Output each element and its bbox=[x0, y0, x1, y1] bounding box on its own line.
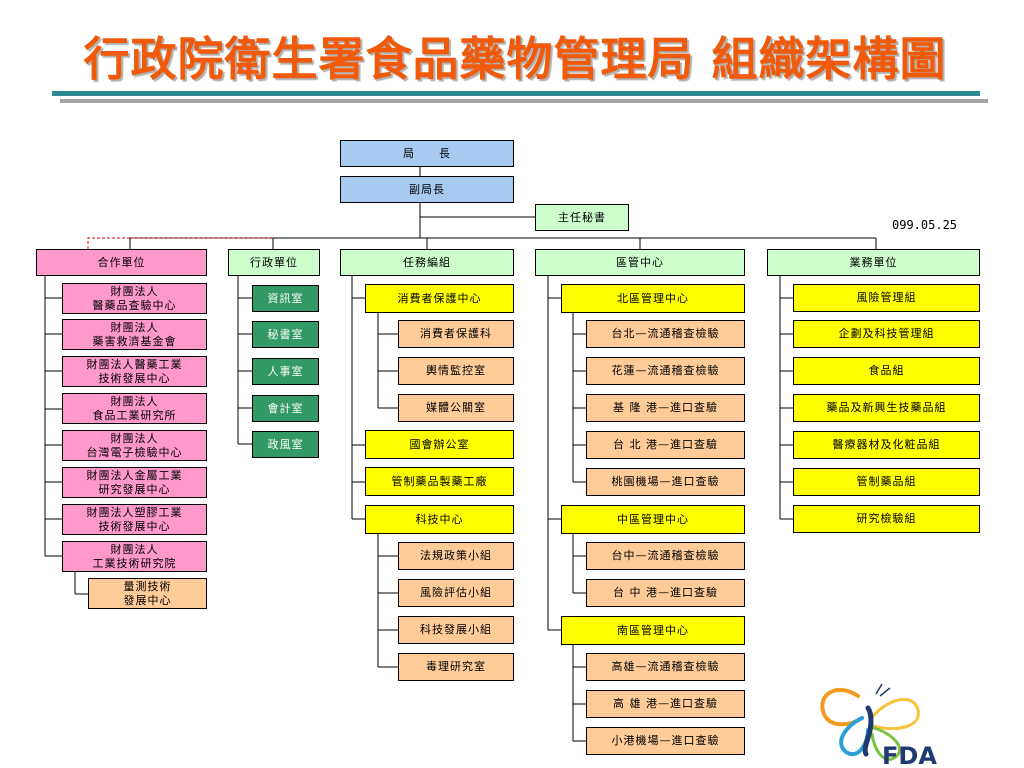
regional-sub-unit: 桃園機場—進口查驗 bbox=[586, 468, 745, 496]
business-unit: 研究檢驗組 bbox=[793, 505, 980, 533]
regional-sub-unit: 花蓮—流通稽查檢驗 bbox=[586, 357, 745, 385]
business-unit: 醫療器材及化粧品組 bbox=[793, 431, 980, 459]
category-regional: 區管中心 bbox=[535, 249, 745, 276]
coop-sub-unit: 量測技術 發展中心 bbox=[88, 578, 207, 609]
category-administration: 行政單位 bbox=[228, 249, 320, 276]
coop-unit: 財團法人 藥害救濟基金會 bbox=[62, 319, 207, 350]
task-sub-unit: 科技發展小組 bbox=[398, 616, 514, 644]
director-box: 局 長 bbox=[340, 140, 514, 167]
coop-unit: 財團法人塑膠工業 技術發展中心 bbox=[62, 504, 207, 535]
category-cooperation: 合作單位 bbox=[36, 249, 207, 276]
admin-unit: 會計室 bbox=[252, 395, 319, 422]
business-unit: 風險管理組 bbox=[793, 284, 980, 312]
north-regional-center: 北區管理中心 bbox=[561, 284, 745, 313]
task-sub-unit: 法規政策小組 bbox=[398, 542, 514, 570]
congress-office: 國會辦公室 bbox=[365, 430, 514, 459]
coop-unit: 財團法人 醫藥品查驗中心 bbox=[62, 283, 207, 314]
regional-sub-unit: 台北—流通稽查檢驗 bbox=[586, 320, 745, 348]
coop-unit: 財團法人 工業技術研究院 bbox=[62, 541, 207, 572]
task-sub-unit: 毒理研究室 bbox=[398, 653, 514, 681]
task-sub-unit: 消費者保護科 bbox=[398, 320, 514, 348]
admin-unit: 資訊室 bbox=[252, 285, 319, 312]
controlled-drug-factory: 管制藥品製藥工廠 bbox=[365, 467, 514, 496]
coop-unit: 財團法人金屬工業 研究發展中心 bbox=[62, 467, 207, 498]
regional-sub-unit: 台 中 港—進口查驗 bbox=[586, 579, 745, 607]
south-regional-center: 南區管理中心 bbox=[561, 616, 745, 645]
regional-sub-unit: 基 隆 港—進口查驗 bbox=[586, 394, 745, 422]
chief-secretary-box: 主任秘書 bbox=[535, 204, 629, 231]
central-regional-center: 中區管理中心 bbox=[561, 505, 745, 534]
consumer-protection-center: 消費者保護中心 bbox=[365, 284, 514, 313]
category-task-groups: 任務編組 bbox=[340, 249, 514, 276]
regional-sub-unit: 台 北 港—進口查驗 bbox=[586, 431, 745, 459]
task-sub-unit: 輿情監控室 bbox=[398, 357, 514, 385]
admin-unit: 人事室 bbox=[252, 358, 319, 385]
coop-unit: 財團法人 台灣電子檢驗中心 bbox=[62, 430, 207, 461]
task-sub-unit: 風險評估小組 bbox=[398, 579, 514, 607]
regional-sub-unit: 高 雄 港—進口查驗 bbox=[586, 690, 745, 718]
deputy-director-box: 副局長 bbox=[340, 176, 514, 203]
technology-center: 科技中心 bbox=[365, 505, 514, 534]
revision-date: 099.05.25 bbox=[892, 218, 958, 232]
business-unit: 食品組 bbox=[793, 357, 980, 385]
page-title: 行政院衛生署食品藥物管理局 組織架構圖 bbox=[83, 32, 947, 86]
business-unit: 藥品及新興生技藥品組 bbox=[793, 394, 980, 422]
coop-unit: 財團法人 食品工業研究所 bbox=[62, 393, 207, 424]
admin-unit: 秘書室 bbox=[252, 321, 319, 348]
regional-sub-unit: 台中—流通稽查檢驗 bbox=[586, 542, 745, 570]
admin-unit: 政風室 bbox=[252, 431, 319, 458]
category-business: 業務單位 bbox=[767, 249, 980, 276]
title-rule-teal bbox=[52, 91, 980, 96]
regional-sub-unit: 小港機場—進口查驗 bbox=[586, 727, 745, 755]
task-sub-unit: 媒體公關室 bbox=[398, 394, 514, 422]
fda-logo-text: FDA bbox=[882, 742, 937, 768]
business-unit: 管制藥品組 bbox=[793, 468, 980, 496]
fda-logo: FDA bbox=[820, 683, 937, 768]
title-rule-grey bbox=[60, 99, 988, 103]
business-unit: 企劃及科技管理組 bbox=[793, 320, 980, 348]
coop-unit: 財團法人醫藥工業 技術發展中心 bbox=[62, 356, 207, 387]
regional-sub-unit: 高雄—流通稽查檢驗 bbox=[586, 653, 745, 681]
